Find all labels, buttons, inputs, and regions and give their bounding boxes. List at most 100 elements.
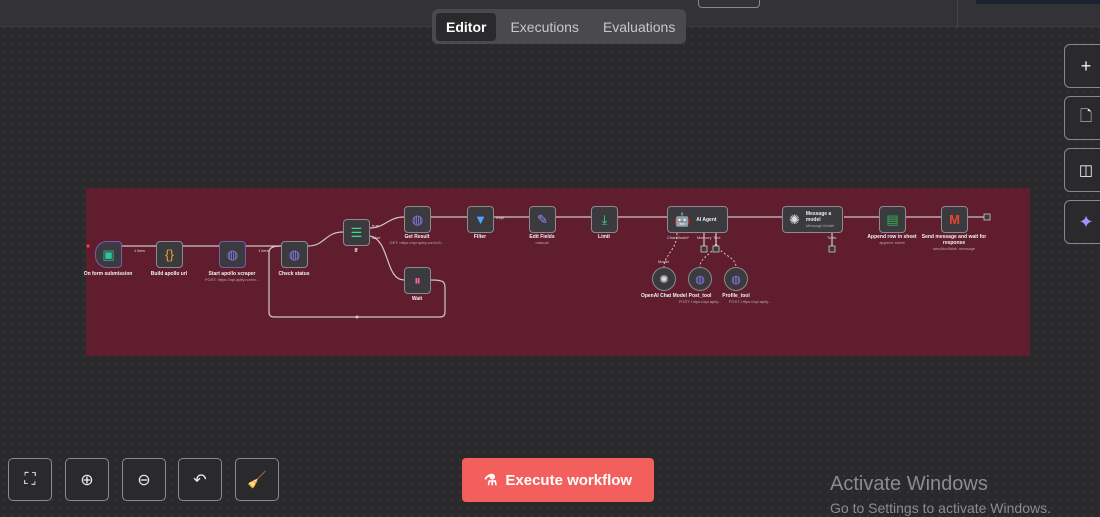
globe-icon: ◍	[695, 273, 705, 286]
port-label: Model	[658, 259, 669, 264]
node-label: Profile_tool	[722, 293, 750, 299]
top-right-button[interactable]	[976, 0, 1100, 4]
globe-icon: ◍	[288, 246, 301, 262]
node-label: Post_tool	[688, 293, 712, 299]
toggle-panel-button[interactable]: ◫	[1064, 148, 1100, 192]
node-limit[interactable]: ⤓	[591, 206, 618, 233]
node-label: OpenAI Chat Model	[640, 293, 688, 299]
node-label: Message a model	[805, 211, 832, 223]
robot-icon: 🤖	[674, 211, 691, 227]
add-node-button[interactable]: +	[1064, 44, 1100, 88]
node-subtitle: POST: https://api.apify...	[678, 299, 722, 304]
fit-view-button[interactable]: ⛶	[8, 458, 52, 501]
node-wait[interactable]: ⏸	[404, 267, 431, 294]
execute-workflow-button[interactable]: ⚗ Execute workflow	[462, 458, 654, 502]
node-check-status[interactable]: ◍	[281, 241, 308, 268]
panel-icon: ◫	[1078, 162, 1094, 179]
node-send-message-and-wait[interactable]: M	[941, 206, 968, 233]
node-label: Start apollo scraper	[208, 271, 256, 277]
tab-evaluations[interactable]: Evaluations	[602, 18, 676, 35]
zoom-in-button[interactable]: ⊕	[65, 458, 109, 501]
node-label: Get Result	[404, 234, 430, 240]
port-label: Memory	[697, 235, 712, 240]
undo-icon: ↶	[193, 471, 207, 489]
sticky-note-region[interactable]	[86, 188, 1030, 356]
node-label: Wait	[411, 296, 423, 302]
node-on-form-submission[interactable]: ▣	[95, 241, 122, 268]
node-subtitle: sendAndWait: message	[932, 246, 976, 251]
zoom-out-icon: ⊖	[137, 471, 151, 489]
view-tabs: Editor Executions Evaluations	[432, 9, 686, 44]
openai-icon: ✺	[789, 211, 800, 227]
port-label: Tool	[713, 235, 721, 240]
node-label: Edit Fields	[529, 234, 555, 240]
flask-icon: ⚗	[483, 472, 498, 489]
node-post-tool[interactable]: ◍	[688, 267, 712, 291]
edge-label: 1 item	[258, 248, 269, 253]
sparkle-icon: ✦	[1078, 211, 1094, 232]
zoom-in-icon: ⊕	[80, 471, 94, 489]
node-filter[interactable]: ▼	[467, 206, 494, 233]
tidy-up-button[interactable]: 🧹	[235, 458, 279, 501]
node-subtitle: POST: https://api.apify.com/v...	[204, 277, 260, 282]
node-label: If	[354, 248, 358, 254]
node-start-apollo-scraper[interactable]: ◍	[219, 241, 246, 268]
activate-windows-subtitle: Go to Settings to activate Windows.	[830, 500, 1051, 516]
limit-icon: ⤓	[601, 211, 608, 227]
node-subtitle: Message Model	[805, 223, 835, 228]
divider	[957, 0, 958, 27]
globe-icon: ◍	[731, 273, 741, 286]
pause-icon: ⏸	[414, 272, 421, 288]
if-icon: ☰	[350, 224, 363, 240]
tab-executions[interactable]: Executions	[510, 18, 579, 35]
node-label: Filter	[473, 234, 487, 240]
form-icon: ▣	[102, 246, 115, 262]
node-label: Send message and wait for response	[921, 234, 987, 246]
if-false-label: false	[372, 235, 381, 240]
note-icon: 🗋	[1079, 107, 1093, 125]
port-label: Tools	[827, 235, 837, 240]
edge-label: 1 item	[134, 248, 145, 253]
gmail-icon: M	[949, 212, 960, 227]
node-label: Check status	[278, 271, 310, 277]
globe-icon: ◍	[226, 246, 239, 262]
node-label: Limit	[598, 234, 610, 240]
fullscreen-icon: ⛶	[24, 470, 36, 488]
node-subtitle: append: sheet	[879, 240, 905, 245]
tab-editor[interactable]: Editor	[436, 12, 497, 41]
node-append-row-in-sheet[interactable]: ▤	[879, 206, 906, 233]
activate-windows-title: Activate Windows	[830, 473, 988, 495]
pencil-icon: ✎	[537, 211, 548, 227]
node-get-result[interactable]: ◍	[404, 206, 431, 233]
sheets-icon: ▤	[886, 211, 899, 227]
undo-button[interactable]: ↶	[178, 458, 222, 501]
node-subtitle: POST: https://api.apify...	[728, 299, 772, 304]
execute-label: Execute workflow	[505, 471, 633, 489]
port-label: Chat Model*	[667, 235, 690, 240]
node-if[interactable]: ☰	[343, 219, 370, 246]
filter-icon: ▼	[474, 212, 487, 227]
node-build-apollo-url[interactable]: {}	[156, 241, 183, 268]
node-subtitle: manual	[535, 240, 549, 245]
node-edit-fields[interactable]: ✎	[529, 206, 556, 233]
node-label: Append row in sheet	[867, 234, 917, 240]
node-ai-agent[interactable]: 🤖 AI Agent	[667, 206, 728, 233]
globe-icon: ◍	[411, 211, 424, 227]
node-profile-tool[interactable]: ◍	[724, 267, 748, 291]
if-true-label: true	[372, 223, 379, 228]
edge-label: Kept	[496, 215, 505, 220]
plus-icon: +	[1080, 55, 1092, 76]
node-label: AI Agent	[696, 216, 717, 223]
node-subtitle: GET: https://api.apify.com/v2/...	[389, 240, 445, 245]
top-button[interactable]	[698, 0, 760, 8]
add-sticky-button[interactable]: 🗋	[1064, 96, 1100, 140]
broom-icon: 🧹	[247, 471, 267, 489]
zoom-out-button[interactable]: ⊖	[122, 458, 166, 501]
node-label: Build apollo url	[150, 271, 188, 277]
ai-assistant-button[interactable]: ✦	[1064, 200, 1100, 244]
code-braces-icon: {}	[165, 247, 174, 262]
node-label: On form submission	[83, 271, 133, 277]
node-openai-chat-model[interactable]: ✺	[652, 267, 676, 291]
openai-icon: ✺	[659, 273, 669, 286]
